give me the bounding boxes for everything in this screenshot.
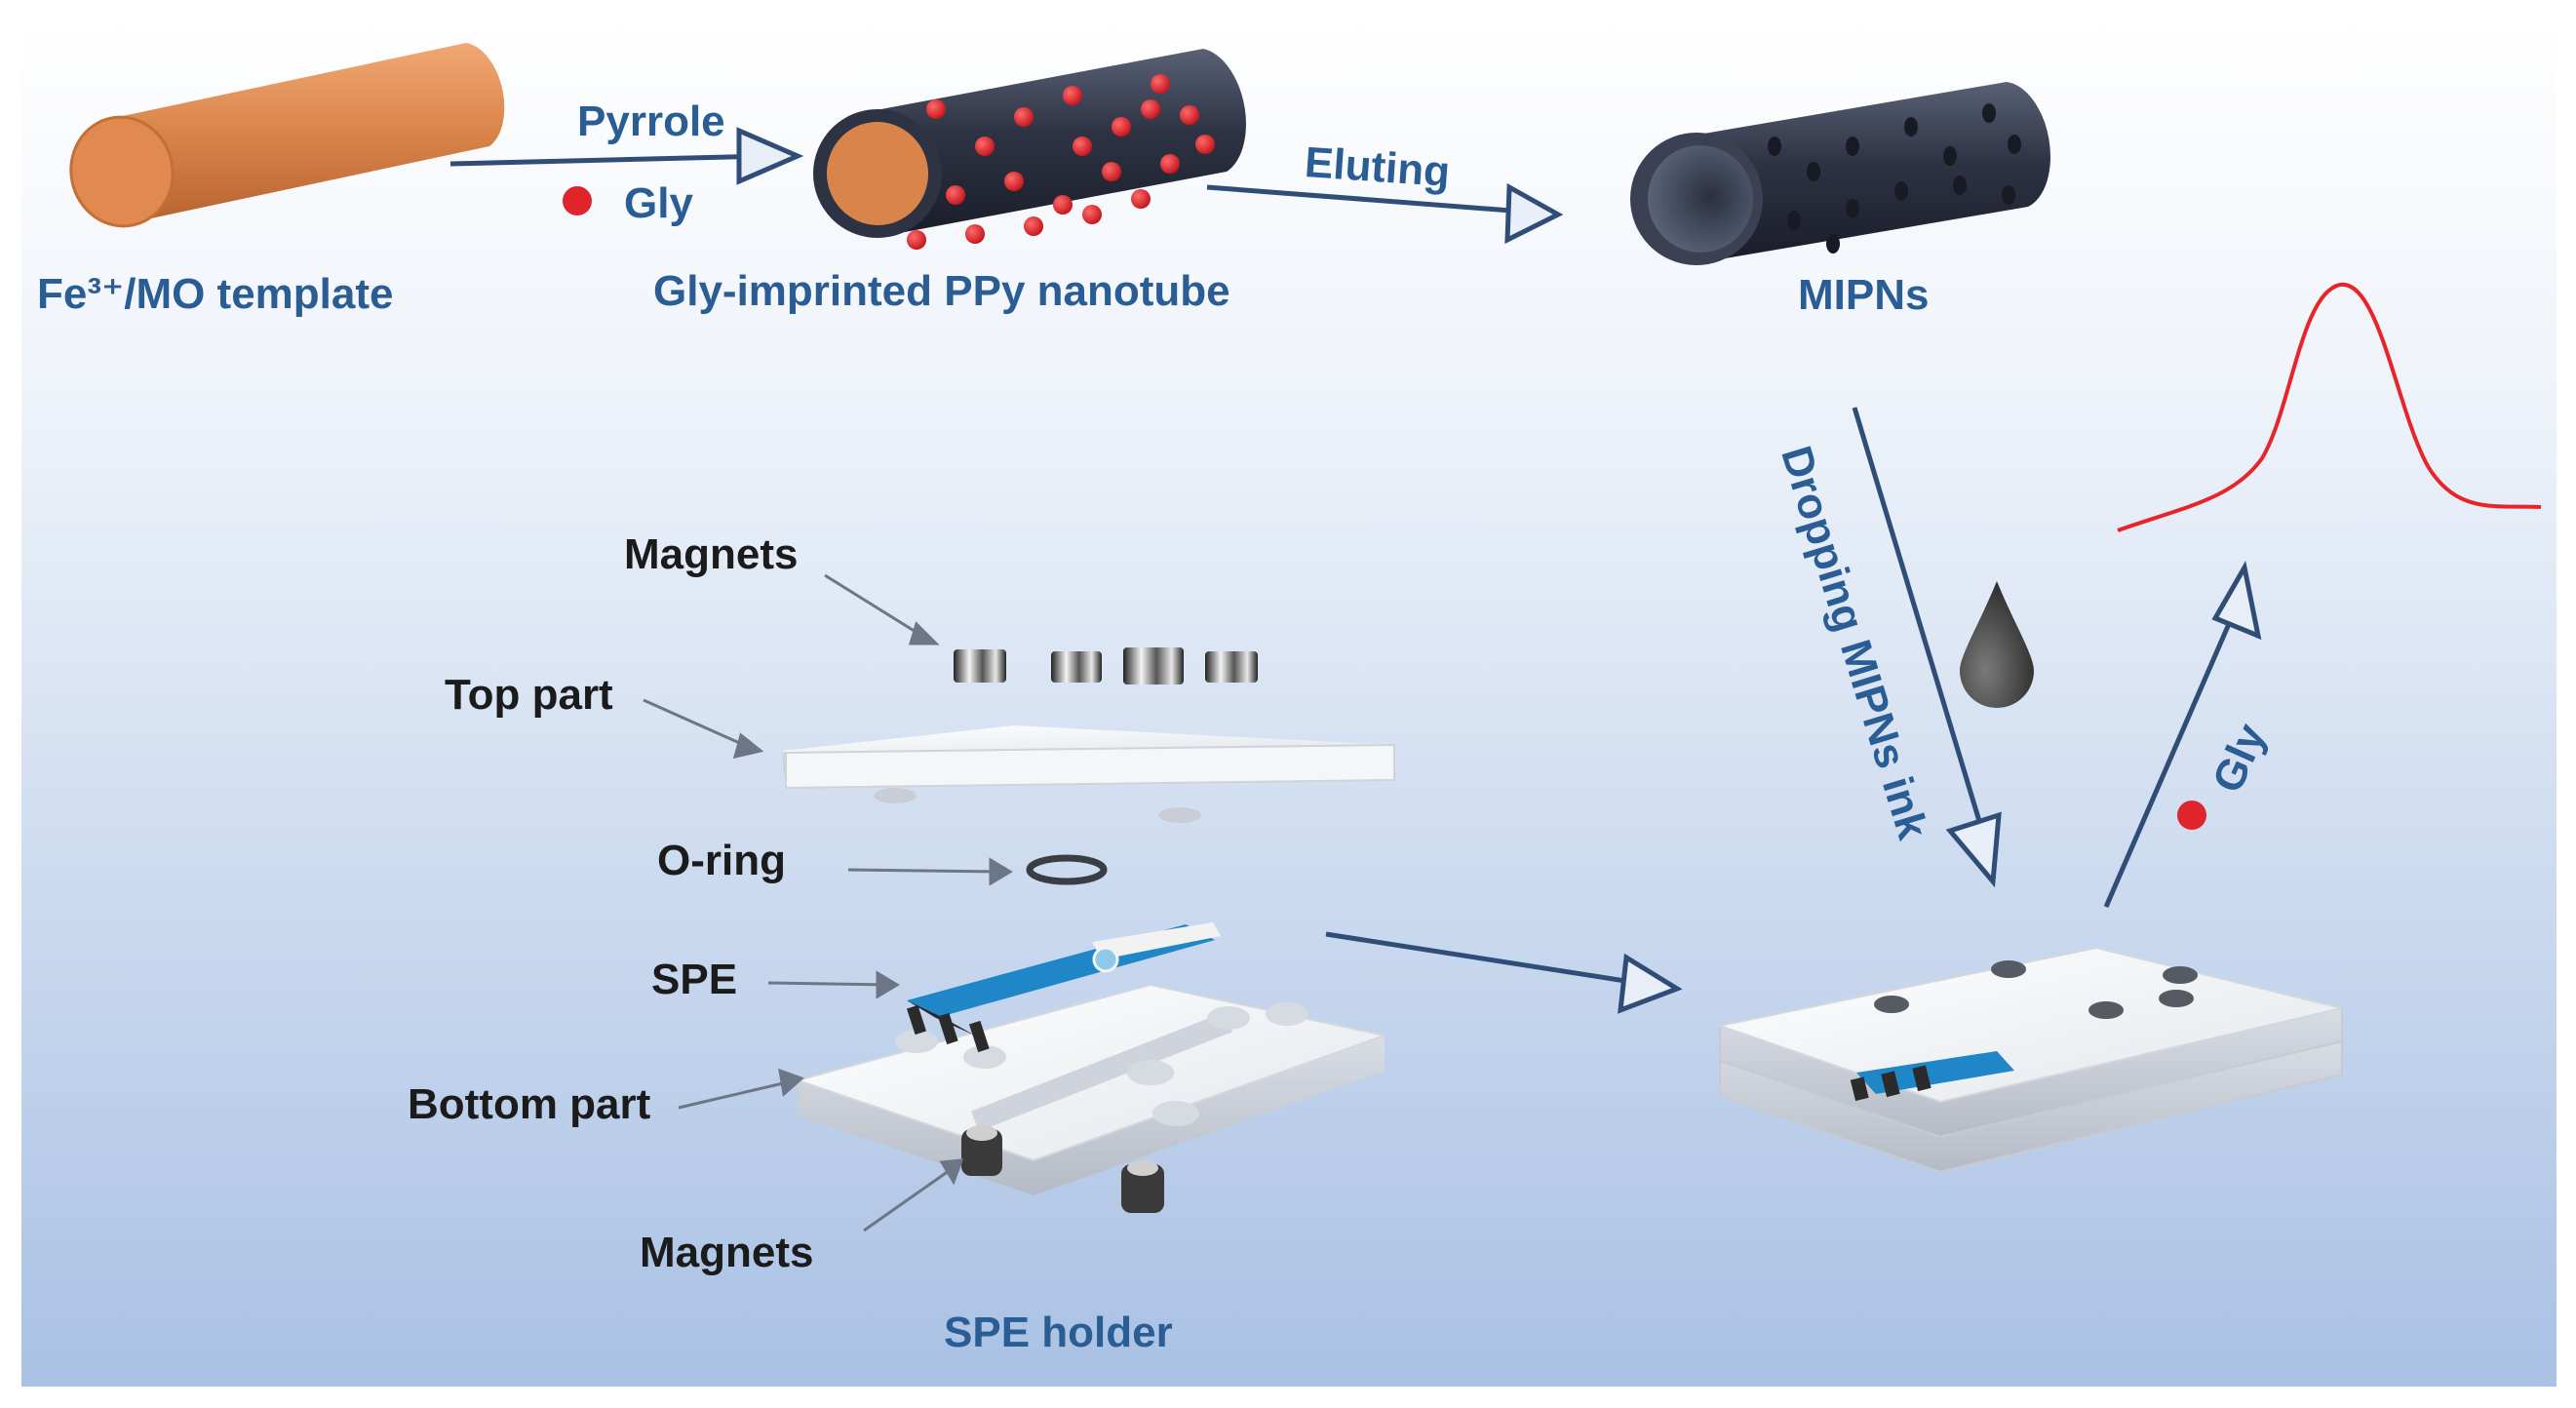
cavity: [1904, 117, 1918, 137]
cavity: [2002, 185, 2015, 205]
label-imprinted-tube: Gly-imprinted PPy nanotube: [653, 267, 1230, 315]
gly-bead: [1063, 86, 1082, 105]
gly-bead: [965, 224, 985, 244]
cavity: [1768, 137, 1781, 156]
cavity: [1846, 137, 1859, 156]
gly-bead: [1082, 205, 1102, 224]
template-rod: [69, 43, 505, 228]
label-spe: SPE: [651, 956, 738, 1003]
arrow-polymerize: [449, 127, 804, 185]
signal-peak-curve: [2117, 282, 2542, 532]
ink-droplet: [1960, 581, 2034, 708]
label-pyrrole: Pyrrole: [577, 98, 725, 145]
gly-bead: [1195, 135, 1215, 154]
gly-dot-legend: [563, 186, 592, 215]
gly-bead: [1014, 107, 1034, 127]
label-template: Fe³⁺/MO template: [37, 269, 394, 319]
gly-bead: [1180, 105, 1199, 125]
cavity: [1943, 146, 1957, 166]
arrow-assemble: [1325, 931, 1683, 1014]
cavity: [1807, 162, 1820, 181]
label-o-ring: O-ring: [657, 837, 786, 884]
gly-bead: [1004, 172, 1024, 191]
gly-bead: [1131, 189, 1151, 209]
gly-bead: [1073, 137, 1092, 156]
bottom-plate: [794, 983, 1388, 1195]
label-magnets-bottom: Magnets: [640, 1229, 814, 1276]
cavity: [2008, 135, 2021, 154]
label-eluting: Eluting: [1303, 138, 1452, 197]
label-bottom-part: Bottom part: [408, 1080, 651, 1128]
arrow-gly-detect: [2103, 561, 2262, 908]
gly-bead: [946, 185, 965, 205]
assembled-holder: [1716, 946, 2343, 1174]
cavity: [1846, 199, 1859, 218]
label-gly-reagent: Gly: [624, 179, 693, 227]
gly-bead: [1102, 162, 1121, 181]
gly-bead: [907, 230, 926, 250]
gly-bead: [926, 99, 946, 119]
background-panel: [21, 18, 2556, 1387]
spe-strip: [906, 922, 1221, 1053]
gly-bead: [1141, 99, 1160, 119]
top-plate: [782, 725, 1395, 823]
gly-bead: [1151, 74, 1170, 94]
gly-bead: [1112, 117, 1131, 137]
gly-bead: [1160, 154, 1180, 174]
label-template-text: Fe³⁺/MO template: [37, 270, 394, 318]
cavity: [1982, 103, 1996, 123]
label-magnets-top: Magnets: [624, 530, 799, 578]
cavity: [1826, 234, 1840, 254]
cavity: [1787, 211, 1801, 230]
label-top-part: Top part: [445, 671, 613, 719]
arrow-eluting: [1206, 182, 1564, 245]
callout-pointers: [643, 573, 1013, 1232]
gly-bead: [1053, 195, 1073, 215]
gly-bead: [1024, 216, 1043, 236]
magnets-top-set: [954, 647, 1258, 684]
label-mipns: MIPNs: [1798, 271, 1930, 319]
mipns-nanotube: [1630, 82, 2050, 265]
arrow-dropping: [1852, 407, 2002, 888]
cavity: [1953, 176, 1967, 195]
label-spe-holder: SPE holder: [944, 1309, 1173, 1356]
gly-bead: [975, 137, 995, 156]
o-ring-shape: [1026, 854, 1108, 885]
magnets-bottom-set: [961, 1125, 1164, 1213]
gly-dot-detect: [2177, 801, 2206, 830]
gly-template-beads: [907, 74, 1215, 250]
imprinted-cavities: [1768, 103, 2021, 254]
cavity: [1894, 181, 1908, 201]
